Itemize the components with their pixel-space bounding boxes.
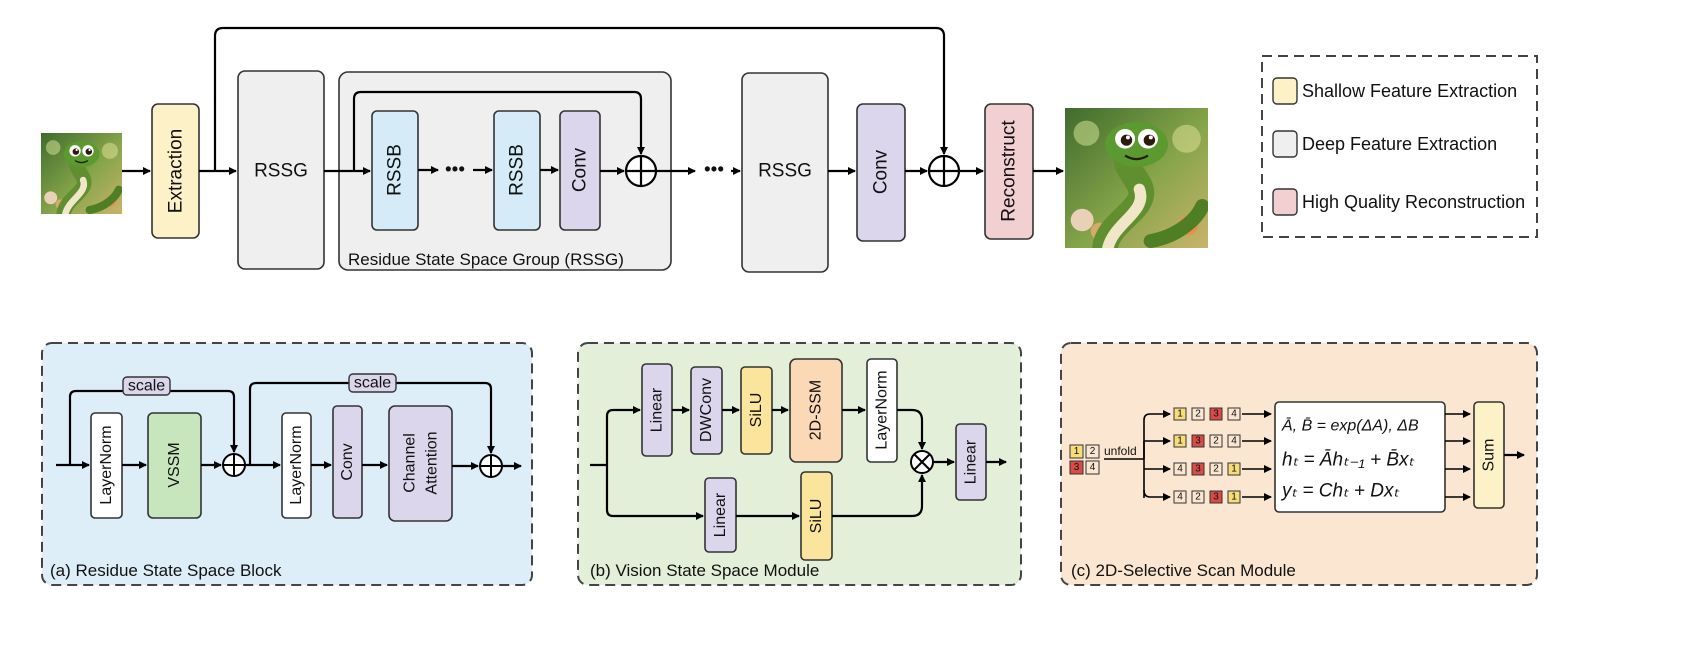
dots-2: ••• <box>704 160 724 181</box>
seq-cell: 4 <box>1231 436 1237 447</box>
legend: Shallow Feature Extraction Deep Feature … <box>1261 55 1538 238</box>
multiply-node <box>910 450 934 474</box>
silu-label-2: SiLU <box>808 499 825 534</box>
edge-scan-4 <box>1143 489 1171 501</box>
add-node-1 <box>624 154 658 188</box>
linear-label-out: Linear <box>963 439 980 484</box>
panel-b-caption: (b) Vision State Space Module <box>590 561 819 580</box>
seq-cell: 4 <box>1177 492 1183 503</box>
rssg-label-2: RSSG <box>758 161 812 182</box>
rssg-group-caption: Residue State Space Group (RSSG) <box>348 250 624 269</box>
channel-attention-block <box>388 405 453 522</box>
add-node-a1 <box>222 453 246 477</box>
channel-label: Channel <box>402 433 419 493</box>
grid-cell: 2 <box>1090 446 1096 457</box>
conv-label-outer: Conv <box>871 149 892 194</box>
layernorm-label-1: LayerNorm <box>98 425 115 504</box>
scale-badge-1 <box>122 376 171 396</box>
reconstruct-label: Reconstruct <box>999 120 1020 222</box>
ssm-equation-box <box>1274 401 1446 513</box>
seq-cell: 1 <box>1177 436 1183 447</box>
edge-scan-1 <box>1143 410 1171 459</box>
edge-b-top-branch <box>605 406 641 465</box>
panel-residue-state-space-block: (a) Residue State Space Block LayerNorm … <box>41 342 533 586</box>
scale-label-1: scale <box>128 378 165 395</box>
dwconv-label: DWConv <box>698 378 715 442</box>
rssb-label-1: RSSB <box>385 144 406 196</box>
sum-label: Sum <box>1481 439 1498 472</box>
layernorm-label-b: LayerNorm <box>874 370 891 449</box>
dots-1: ••• <box>445 160 465 181</box>
seq-cell: 1 <box>1231 464 1237 475</box>
scale-label-2: scale <box>354 375 391 392</box>
unfold-label: unfold <box>1104 444 1137 458</box>
rssb-label-2: RSSB <box>507 144 528 196</box>
grid-cell: 3 <box>1074 462 1080 473</box>
seq-cell: 2 <box>1213 464 1219 475</box>
edge-b-bottom-branch <box>605 465 704 520</box>
legend-label-shallow: Shallow Feature Extraction <box>1302 81 1517 101</box>
add-node-a2 <box>479 454 503 478</box>
seq-cell: 2 <box>1195 409 1201 420</box>
conv-block-outer <box>856 103 906 242</box>
scan-sequence-1: 1 2 3 4 <box>1173 407 1241 421</box>
seq-cell: 2 <box>1195 492 1201 503</box>
scan-sequence-4: 4 2 3 1 <box>1173 490 1241 504</box>
conv-label-inner: Conv <box>570 147 591 192</box>
seq-cell: 3 <box>1213 409 1219 420</box>
main-pipeline: Residue State Space Group (RSSG) Extract… <box>41 26 1208 273</box>
legend-swatch-shallow <box>1272 77 1298 105</box>
seq-cell: 1 <box>1231 492 1237 503</box>
seq-cell: 3 <box>1213 492 1219 503</box>
seq-cell: 3 <box>1195 436 1201 447</box>
ssm2d-label: 2D-SSM <box>808 380 825 440</box>
vssm-label: VSSM <box>166 442 183 487</box>
legend-swatch-deep <box>1272 130 1298 158</box>
conv-label-a: Conv <box>339 443 356 480</box>
panel-selective-scan-module: (c) 2D-Selective Scan Module 1 2 3 4 unf… <box>1060 342 1538 586</box>
rssg-label-1: RSSG <box>254 161 308 182</box>
silu-label-1: SiLU <box>748 393 765 428</box>
grid-cell: 4 <box>1090 462 1096 473</box>
layernorm-label-2: LayerNorm <box>288 425 305 504</box>
output-image <box>1065 108 1208 248</box>
conv-block-a <box>332 405 363 519</box>
scan-sequence-3: 4 3 2 1 <box>1173 462 1241 476</box>
edge-silu-multiply <box>832 474 926 518</box>
rssg-block-2 <box>741 72 829 273</box>
equation-state: hₜ = Āhₜ₋₁ + B̄xₜ <box>1282 450 1415 471</box>
equation-output: yₜ = Chₜ + Dxₜ <box>1280 481 1400 502</box>
input-grid: 1 2 3 4 <box>1069 444 1100 475</box>
edge-group-skip <box>352 90 645 171</box>
panel-vision-state-space-module: (b) Vision State Space Module Linear DWC… <box>577 342 1022 586</box>
edge-global-skip <box>213 26 948 171</box>
seq-cell: 3 <box>1195 464 1201 475</box>
edge-layernorm-multiply <box>897 408 926 450</box>
legend-frame <box>1261 55 1538 238</box>
add-node-2 <box>927 154 961 188</box>
equation-discretization: Ā, B̄ = exp(ΔA), ΔB <box>1281 417 1419 435</box>
input-image <box>41 133 122 214</box>
scale-badge-2 <box>348 373 397 393</box>
scan-sequence-2: 1 3 2 4 <box>1173 434 1241 448</box>
panel-a-caption: (a) Residue State Space Block <box>50 561 282 580</box>
legend-swatch-hq <box>1272 188 1298 216</box>
extraction-label: Extraction <box>166 129 187 213</box>
panel-b-frame <box>577 342 1022 586</box>
attention-label: Attention <box>424 431 441 494</box>
seq-cell: 2 <box>1213 436 1219 447</box>
legend-label-deep: Deep Feature Extraction <box>1302 134 1497 154</box>
linear-label-2: Linear <box>712 492 729 537</box>
seq-cell: 4 <box>1177 464 1183 475</box>
linear-label-1: Linear <box>649 387 666 432</box>
seq-cell: 4 <box>1231 409 1237 420</box>
grid-cell: 1 <box>1074 446 1080 457</box>
seq-cell: 1 <box>1177 409 1183 420</box>
panel-c-caption: (c) 2D-Selective Scan Module <box>1071 561 1296 580</box>
legend-label-hq: High Quality Reconstruction <box>1302 192 1525 212</box>
